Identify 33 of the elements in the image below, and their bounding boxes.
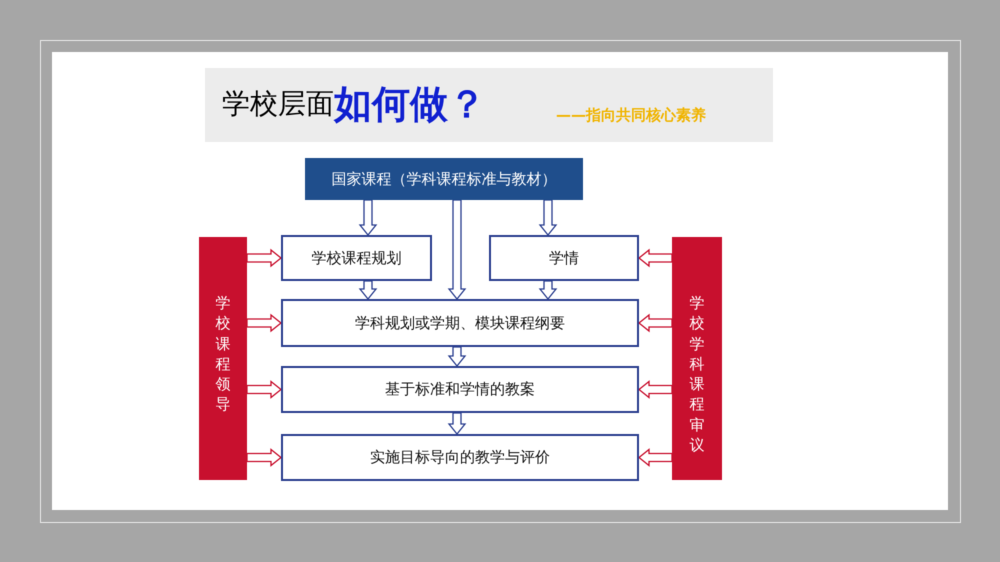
process-box bbox=[281, 299, 639, 347]
node-label: 学科规划或学期、模块课程纲要 bbox=[355, 312, 565, 334]
process-box bbox=[489, 235, 639, 281]
hollow-arrow bbox=[448, 199, 466, 300]
hollow-arrow bbox=[638, 448, 673, 467]
side-bar bbox=[199, 237, 247, 480]
side-bar bbox=[672, 237, 722, 480]
hollow-arrow bbox=[358, 199, 378, 236]
node-label: 学情 bbox=[549, 248, 579, 269]
process-box bbox=[281, 235, 432, 281]
hollow-arrow bbox=[246, 448, 282, 467]
hollow-arrow bbox=[538, 280, 558, 300]
hollow-arrow bbox=[638, 380, 673, 399]
slide-title: 学校层面如何做？ bbox=[222, 80, 486, 128]
process-box bbox=[281, 366, 639, 413]
node-label: 学校课程领导 bbox=[216, 293, 230, 414]
node-label: 国家课程（学科课程标准与教材） bbox=[332, 168, 556, 190]
hollow-arrow bbox=[448, 346, 466, 368]
subtitle: ——指向共同核心素养 bbox=[556, 105, 706, 126]
hollow-arrow bbox=[538, 199, 558, 236]
hollow-arrow bbox=[246, 380, 282, 399]
node-label: 基于标准和学情的教案 bbox=[385, 379, 535, 400]
hollow-arrow bbox=[246, 314, 282, 332]
node-label: 学校学科课程审议 bbox=[690, 293, 704, 455]
hollow-arrow bbox=[448, 412, 466, 436]
node-label: 学校课程规划 bbox=[312, 248, 402, 269]
header-box bbox=[305, 158, 583, 200]
hollow-arrow bbox=[358, 280, 378, 300]
hollow-arrow bbox=[638, 248, 673, 268]
hollow-arrow bbox=[638, 314, 673, 332]
node-label: 实施目标导向的教学与评价 bbox=[370, 447, 550, 468]
process-box bbox=[281, 434, 639, 481]
hollow-arrow bbox=[246, 248, 282, 268]
